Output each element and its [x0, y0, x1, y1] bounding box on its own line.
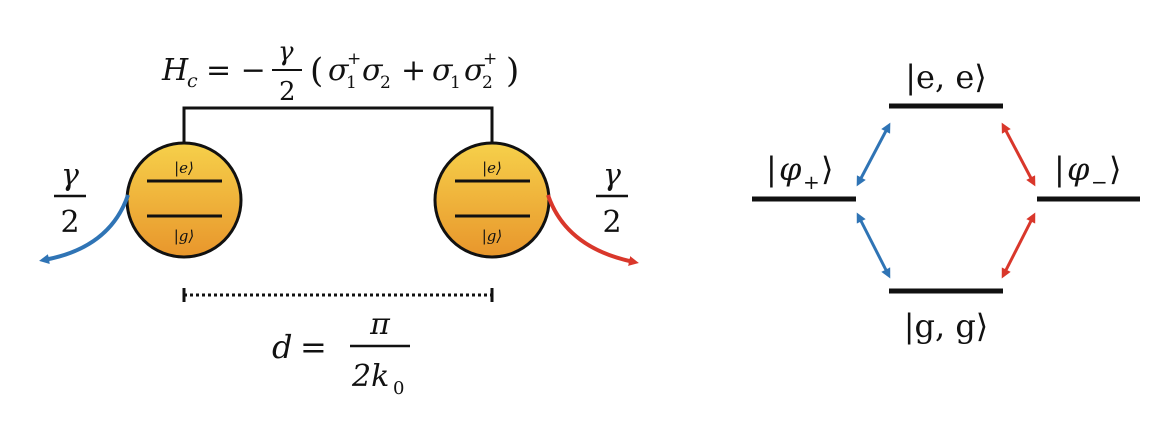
hamiltonian-sigma-2b-sup: + — [483, 49, 497, 69]
hamiltonian-sigma-1b-sub: 2 — [380, 73, 391, 93]
hamiltonian-equals: = − — [206, 53, 266, 88]
right-atom-ground-label: |g⟩ — [482, 227, 503, 245]
left-atom-ground-label: |g⟩ — [174, 227, 195, 245]
left-decay-num: γ — [61, 158, 79, 193]
right-atom: |e⟩ |g⟩ — [433, 141, 551, 259]
left-atom-excited-label: |e⟩ — [174, 159, 194, 177]
phi-plus-ket: ⟩ — [821, 150, 833, 188]
transition-ee-phi-plus — [856, 122, 891, 187]
distance-den: 2k — [351, 359, 389, 394]
transition-phi-plus-gg — [856, 212, 891, 279]
hamiltonian-sigma-2b-sub: 2 — [482, 73, 493, 93]
hamiltonian-paren-close: ) — [506, 51, 519, 91]
phi-minus-ket: ⟩ — [1109, 150, 1121, 188]
right-decay-arrow — [546, 194, 639, 266]
hamiltonian-plus: + — [401, 53, 426, 88]
label-phi-minus: | φ − ⟩ — [1054, 150, 1121, 194]
distance-den-sub: 0 — [393, 378, 404, 399]
hamiltonian-sigma-2b: σ — [464, 53, 486, 88]
phi-minus-bra: | — [1054, 150, 1065, 188]
hamiltonian-paren-open: ( — [310, 51, 323, 91]
phi-plus-bra: | — [766, 150, 777, 188]
hamiltonian-sigma-2a-sub: 1 — [450, 73, 461, 93]
hamiltonian-sigma-1a-sub: 1 — [346, 73, 357, 93]
left-decay-den: 2 — [60, 205, 79, 240]
left-decay-rate: γ 2 — [54, 158, 86, 240]
hamiltonian-sigma-1b: σ — [362, 53, 384, 88]
hamiltonian-lhs-sub: c — [187, 70, 198, 92]
left-decay-arrow — [39, 194, 130, 265]
hamiltonian-formula: H c = − γ 2 ( σ + 1 σ 2 + σ 1 σ + 2 ) — [161, 37, 519, 107]
label-ee: |e, e⟩ — [905, 58, 986, 96]
hamiltonian-frac-num: γ — [278, 37, 294, 67]
hamiltonian-sigma-1a: σ — [328, 53, 350, 88]
phi-plus-sub: + — [803, 170, 820, 194]
hamiltonian-frac-den: 2 — [279, 77, 296, 107]
right-decay-den: 2 — [602, 205, 621, 240]
distance-equals: = — [300, 328, 327, 366]
coupling-bracket — [182, 106, 494, 143]
label-gg: |g, g⟩ — [904, 307, 989, 345]
phi-minus-symbol: φ — [1067, 150, 1090, 188]
distance-num: π — [369, 307, 391, 342]
label-phi-plus: | φ + ⟩ — [766, 150, 833, 194]
right-decay-num: γ — [603, 158, 621, 193]
transition-phi-minus-gg — [1001, 212, 1036, 279]
right-decay-rate: γ 2 — [596, 158, 628, 240]
hamiltonian-sigma-2a: σ — [432, 53, 454, 88]
distance-formula: d = π 2k 0 — [272, 307, 410, 399]
transition-ee-phi-minus — [1001, 122, 1036, 187]
hamiltonian-lhs: H — [161, 53, 189, 88]
distance-bracket — [182, 288, 494, 302]
phi-plus-symbol: φ — [779, 150, 802, 188]
energy-level-diagram: |e, e⟩ |g, g⟩ | φ + ⟩ | φ − ⟩ — [752, 58, 1140, 345]
right-atom-excited-label: |e⟩ — [482, 159, 502, 177]
hamiltonian-sigma-1a-sup: + — [347, 49, 361, 69]
phi-minus-sub: − — [1091, 170, 1108, 194]
left-atom: |e⟩ |g⟩ — [125, 141, 243, 259]
distance-lhs: d — [272, 328, 292, 366]
